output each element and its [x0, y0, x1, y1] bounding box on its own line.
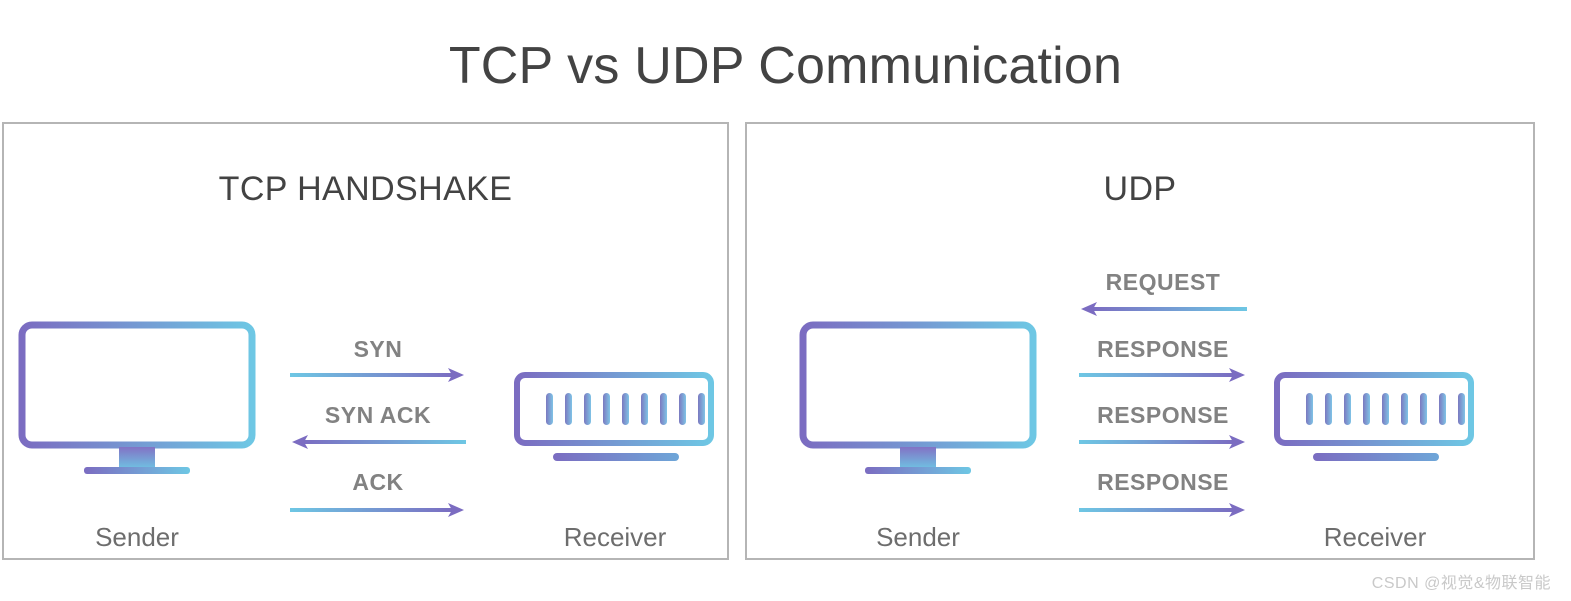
tcp-flow-arrow-syn-ack [290, 434, 466, 450]
udp-flow-arrow-response-1 [1079, 367, 1247, 383]
desktop-monitor-icon [18, 321, 256, 474]
tcp-flow-arrow-ack [290, 502, 466, 518]
server-rack-icon [1274, 372, 1474, 461]
page-title: TCP vs UDP Communication [448, 37, 1123, 95]
udp-receiver-device [1273, 371, 1477, 467]
udp-flow-label-response-3: RESPONSE [1097, 469, 1229, 495]
udp-sender-device [799, 321, 1037, 476]
udp-receiver-label: Receiver [1323, 522, 1427, 552]
panel-title-tcp: TCP HANDSHAKE [218, 170, 513, 208]
udp-flow-label-request: REQUEST [1105, 269, 1221, 295]
tcp-sender-device [18, 321, 256, 476]
udp-flow-arrow-response-2 [1079, 434, 1247, 450]
panel-title-udp: UDP [1103, 170, 1177, 208]
tcp-receiver-label: Receiver [563, 522, 667, 552]
server-rack-icon [514, 372, 714, 461]
udp-flow-label-response-1: RESPONSE [1097, 336, 1229, 362]
udp-flow-arrow-request [1079, 301, 1247, 317]
udp-sender-label: Sender [876, 522, 960, 552]
panel-tcp-handshake: TCP HANDSHAKE Sender [2, 122, 729, 560]
tcp-flow-arrow-syn [290, 367, 466, 383]
panel-udp: UDP Sender [745, 122, 1535, 560]
udp-flow-label-response-2: RESPONSE [1097, 402, 1229, 428]
tcp-flow-label-syn-ack: SYN ACK [324, 402, 432, 428]
tcp-sender-label: Sender [95, 522, 179, 552]
tcp-flow-label-ack: ACK [352, 469, 404, 495]
desktop-monitor-icon [799, 321, 1037, 474]
tcp-receiver-device [513, 371, 717, 467]
tcp-flow-label-syn: SYN [353, 336, 403, 362]
udp-flow-arrow-response-3 [1079, 502, 1247, 518]
csdn-watermark: CSDN @视觉&物联智能 [1371, 575, 1551, 592]
